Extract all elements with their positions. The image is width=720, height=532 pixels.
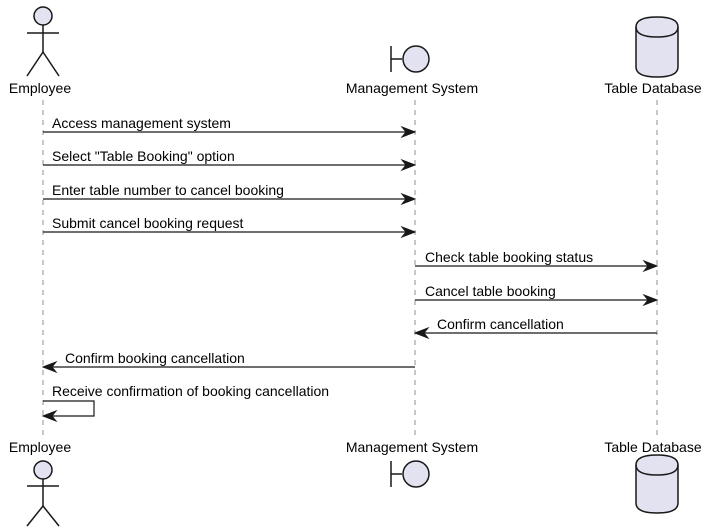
participant-table-database-top-label: Table Database bbox=[604, 80, 702, 96]
message-4: Submit cancel booking request bbox=[43, 215, 417, 239]
message-9-label: Receive confirmation of booking cancella… bbox=[52, 383, 329, 399]
boundary-management-system-bottom-icon bbox=[390, 460, 430, 488]
message-8-label: Confirm booking cancellation bbox=[65, 350, 245, 366]
message-2: Select "Table Booking" option bbox=[43, 148, 417, 172]
message-3: Enter table number to cancel booking bbox=[43, 182, 417, 206]
message-6: Cancel table booking bbox=[415, 283, 659, 307]
message-8-arrowhead bbox=[41, 360, 58, 374]
message-1: Access management system bbox=[43, 115, 417, 139]
message-3-label: Enter table number to cancel booking bbox=[52, 182, 284, 198]
message-3-arrowhead bbox=[400, 192, 417, 206]
message-7-label: Confirm cancellation bbox=[437, 316, 564, 332]
message-6-arrowhead bbox=[642, 293, 659, 307]
message-4-label: Submit cancel booking request bbox=[52, 215, 244, 231]
message-2-arrowhead bbox=[400, 158, 417, 172]
participant-employee-bottom-label: Employee bbox=[9, 439, 71, 455]
message-9-arrowhead bbox=[41, 409, 58, 423]
message-4-arrowhead bbox=[400, 225, 417, 239]
message-9-self: Receive confirmation of booking cancella… bbox=[41, 383, 329, 423]
actor-employee-top-icon bbox=[26, 6, 60, 77]
message-7-arrowhead bbox=[413, 326, 430, 340]
participant-table-database-bottom-label: Table Database bbox=[604, 439, 702, 455]
participant-management-system-top-label: Management System bbox=[346, 80, 478, 96]
message-1-label: Access management system bbox=[52, 115, 231, 131]
participant-management-system-bottom-label: Management System bbox=[346, 439, 478, 455]
message-5-arrowhead bbox=[642, 259, 659, 273]
message-6-label: Cancel table booking bbox=[425, 283, 556, 299]
message-1-arrowhead bbox=[400, 125, 417, 139]
message-7: Confirm cancellation bbox=[413, 316, 657, 340]
message-2-label: Select "Table Booking" option bbox=[52, 148, 235, 164]
database-table-database-top-icon bbox=[635, 16, 679, 78]
message-5: Check table booking status bbox=[415, 249, 659, 273]
database-table-database-bottom-icon bbox=[635, 454, 679, 514]
boundary-management-system-top-icon bbox=[390, 45, 430, 73]
participant-employee-top-label: Employee bbox=[9, 80, 71, 96]
message-8: Confirm booking cancellation bbox=[41, 350, 415, 374]
actor-employee-bottom-icon bbox=[26, 460, 60, 527]
message-5-label: Check table booking status bbox=[425, 249, 593, 265]
